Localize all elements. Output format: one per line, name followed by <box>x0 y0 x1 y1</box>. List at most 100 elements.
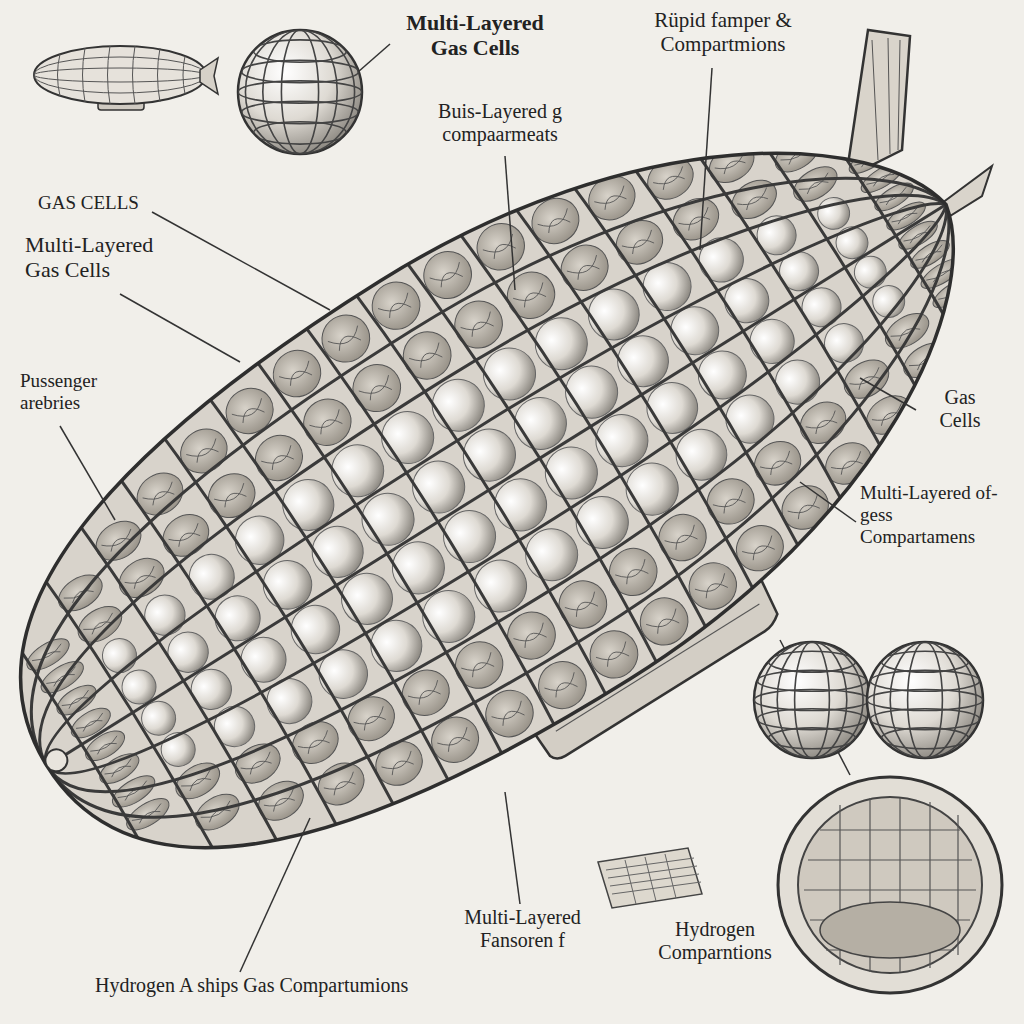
transverse-frame <box>800 0 1024 430</box>
net-line <box>245 30 354 154</box>
machinery-cell <box>172 420 235 481</box>
gas-cell <box>155 726 202 773</box>
machinery-detail <box>567 253 604 284</box>
machinery-detail <box>298 729 334 758</box>
machinery-detail <box>378 291 415 323</box>
transverse-frame <box>240 333 525 780</box>
net-line <box>874 642 976 758</box>
transverse-frame <box>87 429 372 876</box>
fin-rib <box>872 38 900 160</box>
machinery-detail <box>430 260 467 292</box>
transverse-frame <box>0 524 220 971</box>
leader-line <box>860 378 916 410</box>
part-label: Pussenger arebries <box>20 370 150 414</box>
transverse-frame <box>189 365 474 812</box>
machinery-detail <box>799 172 833 198</box>
machinery-cell <box>680 554 745 618</box>
gas-cell-inset <box>238 30 362 154</box>
longitudinal-girder <box>47 204 977 816</box>
machinery-detail <box>594 184 630 214</box>
gas-cell <box>767 352 828 413</box>
net-line <box>754 690 870 711</box>
machinery-cell <box>251 773 310 828</box>
transverse-frame <box>444 206 729 653</box>
machinery-detail <box>514 621 551 653</box>
gas-cell-globe <box>867 642 983 758</box>
net-line <box>795 642 830 758</box>
net-line <box>908 642 943 758</box>
net-line <box>241 101 358 123</box>
machinery-cell <box>344 355 409 420</box>
cell-net <box>754 642 870 758</box>
machinery-detail <box>492 699 529 730</box>
machinery-cell <box>363 273 429 338</box>
machinery-cell <box>581 622 647 687</box>
transverse-frame <box>596 111 881 558</box>
machinery-detail <box>132 803 164 827</box>
transverse-frame <box>342 270 627 717</box>
leader-line <box>800 482 856 522</box>
machinery-detail <box>646 607 683 639</box>
cell-net <box>867 642 983 758</box>
gas-cell-globe <box>754 642 870 758</box>
leader-line <box>505 156 515 290</box>
net-line <box>281 30 318 154</box>
longitudinal-girder <box>47 204 946 766</box>
tail-fin <box>846 30 910 178</box>
part-label: Buis-Layered g compaarmeats <box>415 100 585 146</box>
longitudinal-girder <box>0 55 946 766</box>
machinery-cell <box>423 708 487 771</box>
net-line <box>890 642 960 758</box>
part-label: Multi-Layered Fansoren f <box>440 906 605 952</box>
net-line <box>241 60 358 82</box>
machinery-detail <box>90 735 120 758</box>
machinery-detail <box>461 310 498 342</box>
gas-cell-insets <box>238 30 983 758</box>
machinery-detail <box>46 666 78 690</box>
transverse-frame <box>291 301 576 748</box>
machinery-detail <box>679 206 715 235</box>
part-label: GAS CELLS <box>38 192 198 214</box>
part-label: Gas Cells <box>925 386 995 432</box>
machinery-detail <box>359 373 396 405</box>
transverse-frame <box>393 238 678 685</box>
gas-cell-globe <box>238 30 362 154</box>
transverse-frame <box>138 397 423 844</box>
machinery-detail <box>381 749 417 779</box>
machinery-detail <box>261 443 298 474</box>
gas-cell-inset <box>754 642 870 758</box>
machinery-detail <box>125 565 160 593</box>
leader-line <box>700 68 712 250</box>
transverse-frame <box>647 79 932 526</box>
longitudinal-girder <box>16 155 946 767</box>
machinery-detail <box>788 493 824 523</box>
machinery-cell <box>394 323 460 388</box>
machinery-detail <box>461 650 498 681</box>
machinery-cell <box>313 306 378 371</box>
machinery-detail <box>596 639 633 671</box>
net-line <box>761 642 863 758</box>
machinery-detail <box>831 450 867 479</box>
cell-net <box>238 30 362 154</box>
machinery-detail <box>538 207 575 238</box>
part-label: Multi-Layered of-gess Compartamens <box>860 482 1010 548</box>
machinery-detail <box>938 282 970 305</box>
machinery-detail <box>622 228 658 258</box>
leader-line <box>358 44 390 72</box>
fin <box>200 58 218 94</box>
transverse-frame <box>494 174 779 621</box>
hull-interior <box>0 0 1024 987</box>
leader-line <box>60 426 115 520</box>
machinery-cell <box>415 242 480 307</box>
transverse-frame <box>0 492 270 939</box>
machinery-detail <box>760 449 796 479</box>
hull <box>34 46 206 104</box>
gas-cell-inset <box>867 642 983 758</box>
net-line <box>870 709 980 730</box>
nose-cap <box>41 745 71 775</box>
leader-lines <box>60 44 916 972</box>
leader-line <box>120 294 240 362</box>
machinery-cell <box>600 539 665 604</box>
rib <box>34 68 206 82</box>
leader-line <box>505 792 520 904</box>
